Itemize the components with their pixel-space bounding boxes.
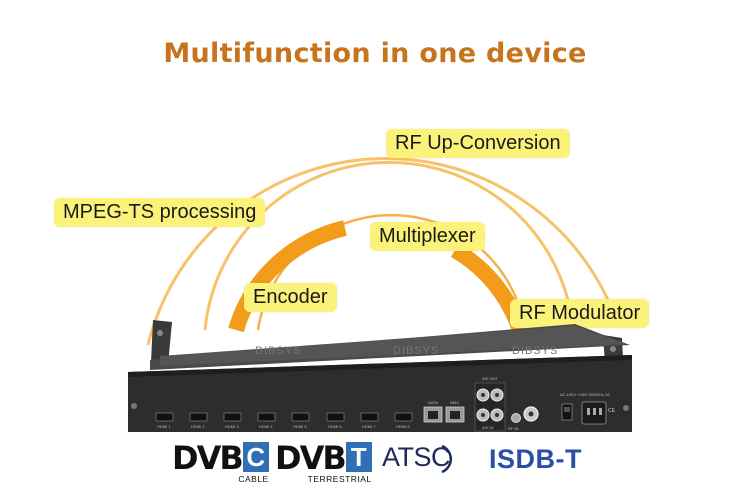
outer-arc: [146, 157, 610, 346]
feature-rf-upconversion: RF Up-Conversion: [386, 129, 570, 158]
hdmi-port-6[interactable]: [326, 412, 345, 422]
hdmi-port-8[interactable]: [394, 412, 413, 422]
hdmi-port-1[interactable]: [155, 412, 174, 422]
atsc-swoosh: [441, 444, 452, 474]
inner-thin-arc: [256, 213, 527, 331]
watermark-2: DIBSYS: [393, 345, 439, 357]
middle-arc: [203, 160, 570, 331]
hdmi-port-7[interactable]: [360, 412, 379, 422]
hdmi-label-7: HDMI 7: [362, 424, 376, 429]
dvbc-sub: CABLE: [238, 474, 269, 484]
isdbt-logo: ISDB-T: [489, 444, 582, 474]
hdmi-ports: [155, 412, 413, 422]
watermark-1: DIBSYS: [255, 345, 301, 357]
dvbc-box: C: [242, 442, 269, 472]
hdmi-label-2: HDMI 2: [191, 424, 205, 429]
data-label: DATA: [428, 400, 438, 405]
feature-mpeg-ts: MPEG-TS processing: [54, 198, 266, 227]
hdmi-label-8: HDMI 8: [396, 424, 410, 429]
atsc-logo: ATSC: [382, 442, 452, 474]
inner-thick-arc: [228, 220, 347, 333]
left-rack-ear: [151, 320, 172, 365]
page-title: Multifunction in one device: [163, 38, 587, 69]
feature-rf-modulator: RF Modulator: [510, 299, 650, 328]
hdmi-label-4: HDMI 4: [259, 424, 273, 429]
hdmi-port-5[interactable]: [291, 412, 310, 422]
watermark-3: DIBSYS: [512, 345, 558, 357]
ce-mark: CE: [608, 408, 616, 414]
device-panel: [128, 355, 632, 432]
rf-in-connector[interactable]: [511, 413, 521, 423]
hdmi-label-5: HDMI 5: [293, 424, 307, 429]
nms-label: NMS: [450, 400, 459, 405]
hdmi-label-6: HDMI 6: [328, 424, 342, 429]
feature-multiplexer: Multiplexer: [370, 222, 485, 251]
hdmi-port-3[interactable]: [223, 412, 242, 422]
power-label: AC 100V~240V 50/60Hz 2A: [560, 392, 610, 397]
asi-in-label: ASI IN: [482, 425, 494, 430]
dvbt-box: T: [345, 442, 372, 472]
dvbt-sub: TERRESTRIAL: [307, 474, 372, 484]
rf-in-label: RF IN: [508, 426, 519, 431]
hdmi-port-2[interactable]: [189, 412, 208, 422]
hdmi-port-4[interactable]: [257, 412, 276, 422]
asi-out-label: ASI OUT: [482, 376, 499, 381]
hdmi-label-1: HDMI 1: [157, 424, 171, 429]
feature-encoder: Encoder: [244, 283, 337, 312]
hdmi-label-3: HDMI 3: [225, 424, 239, 429]
hdmi-labels: HDMI 1 HDMI 2 HDMI 3 HDMI 4 HDMI 5 HDMI …: [157, 424, 410, 429]
